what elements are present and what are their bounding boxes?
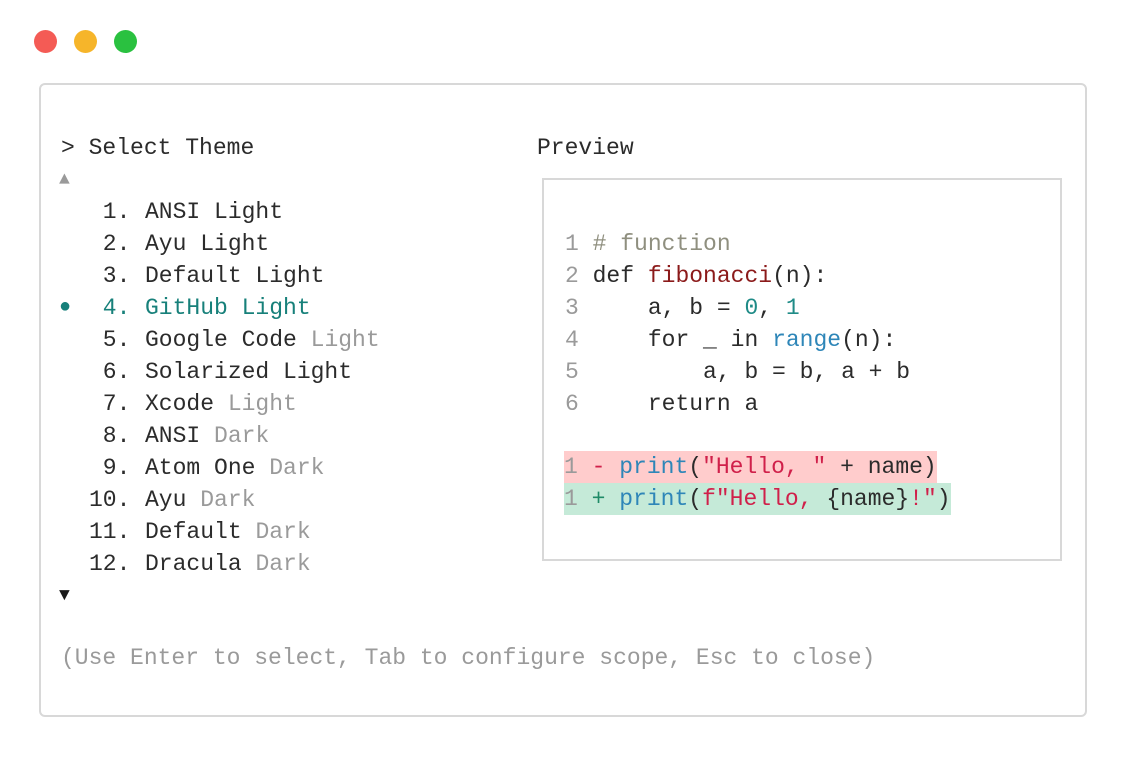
code-token-str: f"Hello, [702, 486, 827, 512]
line-number: 1 [564, 454, 578, 480]
preview-pane [542, 178, 1062, 561]
help-text: (Use Enter to select, Tab to configure s… [61, 645, 876, 671]
code-token-str: "Hello, " [702, 454, 827, 480]
theme-item-number: 12. [89, 551, 131, 577]
scroll-down-icon[interactable]: ▼ [59, 586, 70, 606]
diff-sign: - [591, 454, 606, 480]
code-token-plain: ) [936, 486, 951, 512]
code-token-plain: return a [592, 391, 759, 417]
dialog-header: > Select Theme [61, 132, 254, 164]
code-token-plain: (n): [841, 327, 897, 353]
scroll-up-icon[interactable]: ▲ [59, 170, 70, 190]
code-token-num: 0 [744, 295, 759, 321]
theme-item-number: 4. [89, 295, 131, 321]
minimize-button[interactable] [74, 30, 97, 53]
theme-item-name: Dracula Dark [145, 551, 311, 577]
diff-line-add: 1 + print(f"Hello, {name}!") [564, 483, 951, 515]
preview-title: Preview [537, 135, 634, 161]
theme-item-number: 2. [89, 231, 131, 257]
line-number: 6 [565, 391, 579, 417]
theme-item-name: GitHub Light [145, 295, 311, 321]
dialog-title: Select Theme [88, 135, 255, 161]
code-token-func: fibonacci [647, 263, 773, 289]
line-number: 4 [565, 327, 579, 353]
code-token-plain: (n): [772, 263, 828, 289]
code-token-plain: a, b = [592, 295, 745, 321]
code-token-plain: for _ in [592, 327, 773, 353]
theme-item-name: Xcode Light [145, 391, 297, 417]
theme-item-number: 5. [89, 327, 131, 353]
code-token-plain: ( [688, 486, 703, 512]
line-number: 2 [565, 263, 579, 289]
line-number: 1 [565, 231, 579, 257]
code-token-str: !" [909, 486, 937, 512]
theme-item-variant: Dark [269, 455, 325, 481]
code-token-plain: {name} [826, 486, 910, 512]
theme-item-variant: Light [227, 391, 297, 417]
code-token-plain: def [592, 263, 648, 289]
theme-item-name: Default Light [145, 263, 325, 289]
code-token-plain: + name) [826, 454, 937, 480]
line-number: 3 [565, 295, 579, 321]
theme-dialog [39, 83, 1087, 717]
theme-item-name: Solarized Light [145, 359, 353, 385]
theme-item-number: 10. [89, 487, 131, 513]
prompt-icon: > [61, 135, 75, 161]
theme-item-variant: Light [310, 327, 380, 353]
theme-item-number: 11. [89, 519, 131, 545]
line-number: 5 [565, 359, 579, 385]
code-line: 6 return a [565, 388, 758, 420]
theme-item-variant: Dark [255, 551, 311, 577]
code-line: 3 a, b = 0, 1 [565, 292, 800, 324]
maximize-button[interactable] [114, 30, 137, 53]
code-token-plain: a, b = b, a + b [592, 359, 911, 385]
selected-indicator-icon: ● [59, 296, 72, 319]
theme-item-name: ANSI Dark [145, 423, 270, 449]
theme-item-number: 7. [89, 391, 131, 417]
theme-item-number: 8. [89, 423, 131, 449]
code-line: 5 a, b = b, a + b [565, 356, 910, 388]
theme-item-name: ANSI Light [145, 199, 284, 225]
line-number: 1 [564, 486, 578, 512]
code-line: 1 # function [565, 228, 731, 260]
code-line: 2 def fibonacci(n): [565, 260, 827, 292]
theme-item-number: 3. [89, 263, 131, 289]
theme-item-name: Atom One Dark [145, 455, 325, 481]
close-button[interactable] [34, 30, 57, 53]
theme-item-name: Ayu Dark [145, 487, 256, 513]
code-token-comment: # function [592, 231, 731, 257]
theme-item-name: Ayu Light [145, 231, 270, 257]
theme-item-number: 1. [89, 199, 131, 225]
diff-sign: + [591, 486, 606, 512]
diff-line-del: 1 - print("Hello, " + name) [564, 451, 937, 483]
code-token-builtin: range [772, 327, 842, 353]
code-token-num: 1 [785, 295, 800, 321]
theme-item-number: 6. [89, 359, 131, 385]
code-line: 4 for _ in range(n): [565, 324, 896, 356]
code-token-plain: , [758, 295, 786, 321]
code-token-plain: ( [688, 454, 703, 480]
code-token-builtin: print [619, 454, 689, 480]
theme-item-variant: Dark [214, 423, 270, 449]
theme-item-name: Google Code Light [145, 327, 380, 353]
code-token-builtin: print [619, 486, 689, 512]
theme-item-variant: Dark [200, 487, 256, 513]
theme-item-name: Default Dark [145, 519, 311, 545]
theme-item-variant: Dark [255, 519, 311, 545]
theme-item-number: 9. [89, 455, 131, 481]
